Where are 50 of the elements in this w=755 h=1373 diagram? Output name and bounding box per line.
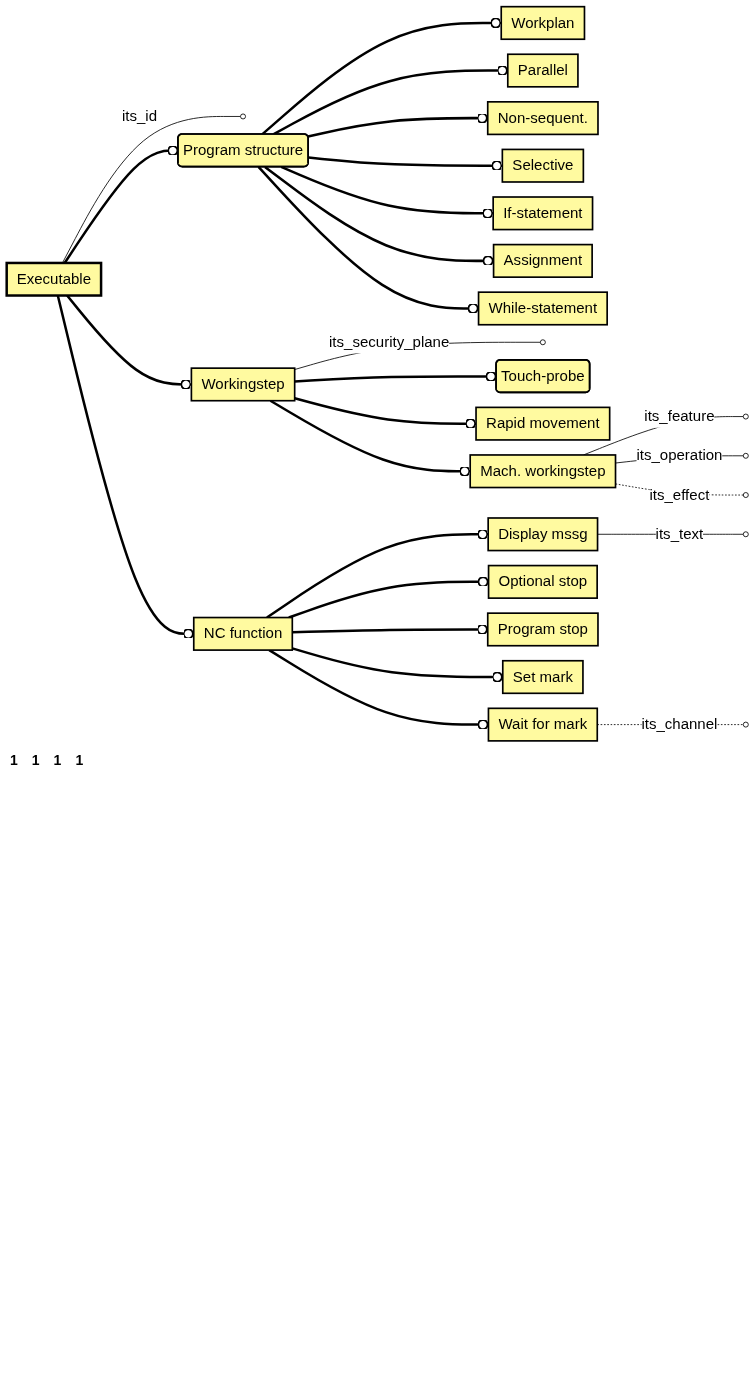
connector	[308, 156, 503, 172]
node-box: While-statement	[477, 291, 608, 326]
node-box: Set mark	[501, 659, 584, 695]
node-box: Rapid movement	[475, 406, 611, 441]
connector	[272, 65, 508, 136]
node-box: Optional stop	[487, 564, 598, 599]
cardinality-label: 1	[75, 751, 84, 768]
connector	[266, 528, 489, 619]
connector	[56, 295, 194, 640]
connector	[264, 165, 494, 267]
edge-label: its_text	[655, 525, 704, 543]
edge-label: its_effect	[649, 486, 710, 503]
node-circle	[742, 413, 749, 420]
node-box: Program stop	[486, 612, 599, 647]
edge-label: its_security_plane	[329, 333, 450, 351]
node-circle	[742, 452, 749, 459]
node-box: Wait for mark	[487, 707, 599, 742]
connector	[268, 649, 489, 731]
node-circle	[742, 492, 749, 498]
node-box: Workingstep	[190, 367, 296, 402]
connector	[257, 166, 479, 314]
node-box: Display mssg	[487, 517, 599, 552]
connector	[307, 112, 488, 138]
connector	[288, 576, 489, 619]
edge-label: its_feature	[644, 407, 715, 425]
cardinality-label: 1	[53, 751, 62, 768]
connector	[294, 397, 477, 430]
node-box: Executable	[5, 261, 103, 297]
node-box: NC function	[192, 616, 294, 651]
connector	[261, 17, 502, 136]
node-box: Non-sequent.	[486, 101, 599, 136]
edge-label: its_operation	[636, 447, 723, 464]
node-box: Selective	[501, 148, 585, 183]
node-circle	[240, 113, 246, 120]
node-box: Assignment	[492, 243, 593, 278]
edge-label: its_channel	[641, 715, 718, 733]
node-box: Parallel	[506, 53, 579, 88]
edge-label: its_id	[121, 107, 158, 125]
node-circle	[539, 339, 546, 346]
connector	[294, 370, 497, 383]
connector	[280, 165, 494, 219]
node-box: If-statement	[492, 196, 594, 231]
connector	[292, 623, 488, 635]
node-box: Workplan	[500, 5, 586, 41]
node-circle	[742, 531, 749, 538]
cardinality-label: 1	[31, 751, 40, 768]
cardinality-label: 1	[10, 751, 18, 768]
connector	[269, 399, 471, 477]
node-circle	[742, 721, 749, 728]
node-box: Mach. workingstep	[469, 454, 617, 489]
